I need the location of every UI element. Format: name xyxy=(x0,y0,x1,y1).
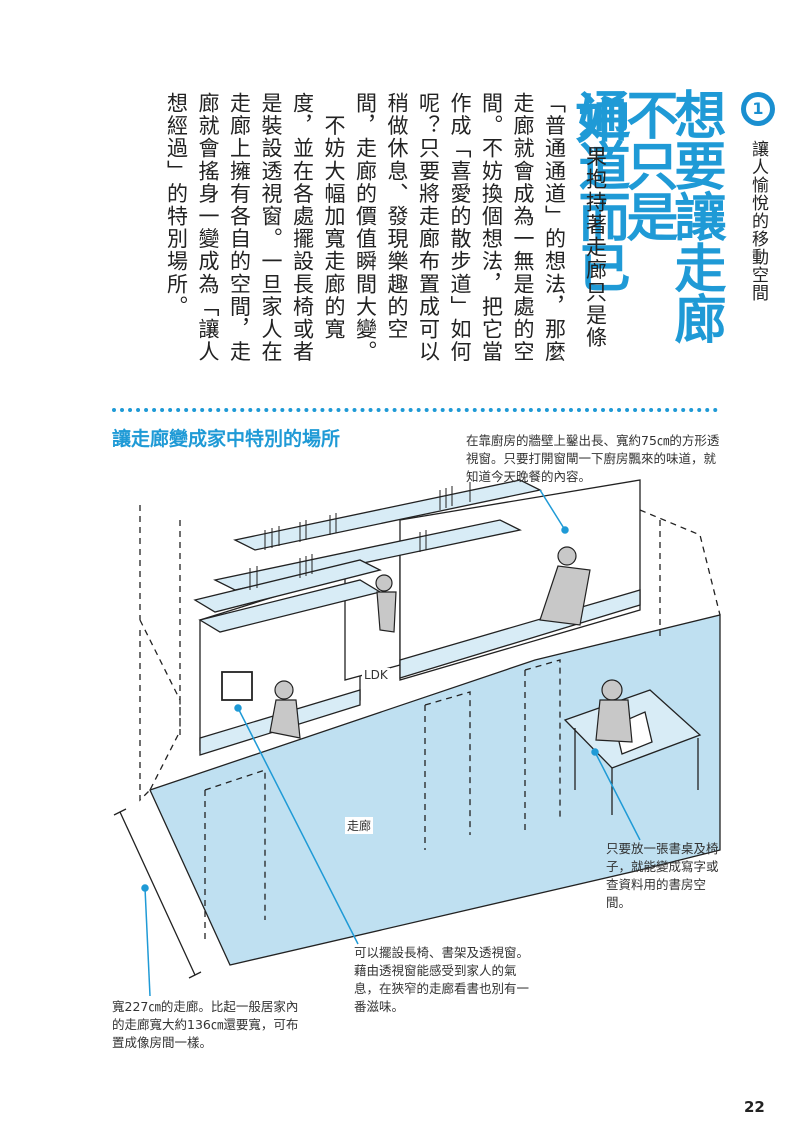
body-paragraph-2: 不妨大幅加寬走廊的寬度，並在各處擺設長椅或者是裝設透視窗。一旦家人在走廊上擁有各… xyxy=(160,92,349,372)
person-desk-body xyxy=(595,699,633,743)
leader-left xyxy=(144,887,151,997)
corridor-floor xyxy=(149,614,721,966)
page-title: 想要讓走廊 不只是 通道而已 xyxy=(569,88,725,408)
leader-top xyxy=(539,489,566,531)
see-through-window xyxy=(221,671,253,701)
width-dimension-line xyxy=(113,808,202,979)
note-kitchen-window: 在靠廚房的牆壁上鑿出長、寬約75㎝的方形透視窗。只要打開窗閘一下廚房飄來的味道，… xyxy=(466,433,720,484)
body-paragraph-2-text: 不妨大幅加寬走廊的寬度，並在各處擺設長椅或者是裝設透視窗。一旦家人在走廊上擁有各… xyxy=(164,92,347,364)
dotted-divider xyxy=(112,408,718,412)
person-figures xyxy=(269,546,633,743)
leader-right xyxy=(594,751,641,841)
person-sitting-body xyxy=(539,565,591,626)
label-ldk: LDK xyxy=(362,668,390,682)
label-corridor: 走廊 xyxy=(345,817,374,834)
door-frame-2 xyxy=(424,691,471,850)
wall-dashed-left xyxy=(139,630,151,802)
person-standing-head xyxy=(375,574,393,592)
note-corridor-width: 寬227㎝的走廊。比起一般居家內的走廊寬大約136㎝還要寬，可布置成像房間一樣。 xyxy=(112,999,299,1050)
body-paragraph-1: 如果抱持著走廊只是條「普通通道」的想法，那麼走廊就會成為一無是處的空間。不妨換個… xyxy=(349,92,626,372)
section-number-badge: 1 xyxy=(741,92,775,126)
drop-cap: 如 xyxy=(565,92,626,146)
leader-bottom xyxy=(237,707,359,945)
page-number: 22 xyxy=(744,1098,765,1116)
door-frame-3 xyxy=(524,659,561,830)
title-line-1: 想要讓走廊 xyxy=(665,88,725,343)
title-line-2: 不只是 xyxy=(617,88,677,241)
section-label: 讓人愉悅的移動空間 xyxy=(748,140,768,302)
person-reading-head xyxy=(274,680,294,700)
body-text: 如果抱持著走廊只是條「普通通道」的想法，那麼走廊就會成為一無是處的空間。不妨換個… xyxy=(160,92,626,372)
shelf-2 xyxy=(213,519,522,591)
person-reading-body xyxy=(269,699,301,739)
door-frame-1 xyxy=(204,769,266,940)
title-line-3: 通道而已 xyxy=(569,88,629,292)
desk-legs xyxy=(574,728,699,815)
section-subtitle: 讓走廊變成家中特別的場所 xyxy=(112,428,341,450)
books xyxy=(249,482,471,590)
wall-dashed-right xyxy=(639,509,721,640)
person-sitting-head xyxy=(557,546,577,566)
body-paragraph-1-text: 果抱持著走廊只是條「普通通道」的想法，那麼走廊就會成為一無是處的空間。不妨換個想… xyxy=(353,92,608,364)
wall-outline xyxy=(139,505,181,791)
note-study-desk: 只要放一張書桌及椅子，就能變成寫字或查資料用的書房空間。 xyxy=(606,841,719,910)
person-desk-head xyxy=(601,679,623,701)
section-number: 1 xyxy=(746,97,770,121)
person-standing-body xyxy=(376,591,397,633)
note-bench-shelf: 可以擺設長椅、書架及透視窗。藉由透視窗能感受到家人的氣息，在狹窄的走廊看書也別有… xyxy=(354,945,530,1014)
shelf-3 xyxy=(193,559,382,613)
